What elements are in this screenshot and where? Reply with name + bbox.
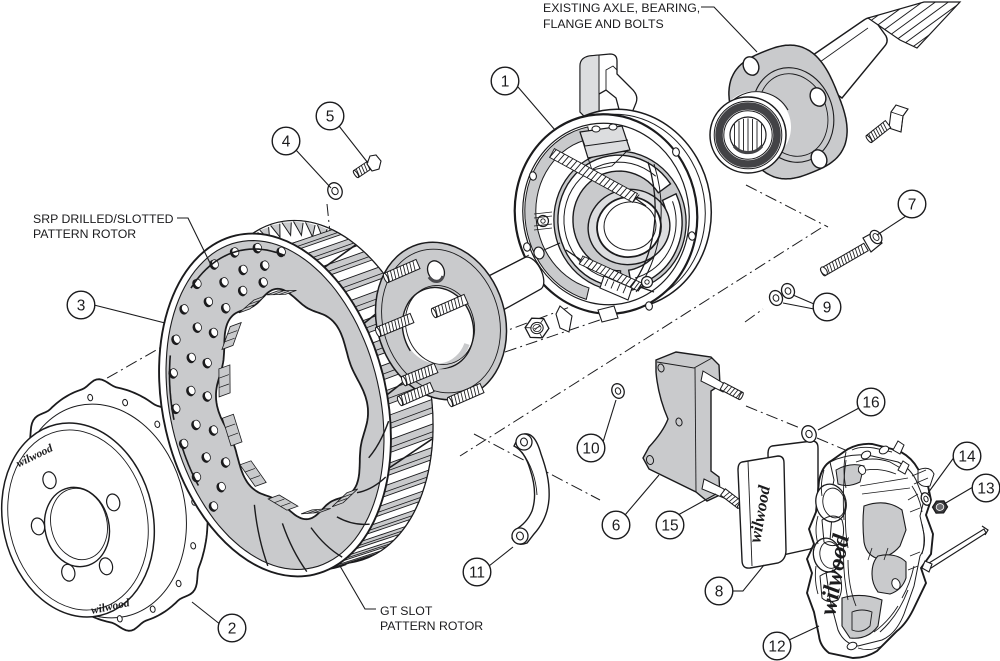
svg-text:16: 16 — [862, 395, 879, 412]
svg-text:15: 15 — [661, 518, 678, 535]
svg-text:FLANGE AND BOLTS: FLANGE AND BOLTS — [543, 17, 664, 31]
svg-text:3: 3 — [77, 298, 86, 315]
svg-text:8: 8 — [715, 584, 724, 601]
svg-text:EXISTING AXLE, BEARING,: EXISTING AXLE, BEARING, — [543, 1, 700, 15]
svg-text:7: 7 — [908, 197, 917, 214]
svg-text:10: 10 — [582, 441, 600, 458]
svg-text:SRP DRILLED/SLOTTED: SRP DRILLED/SLOTTED — [33, 212, 174, 226]
svg-text:12: 12 — [768, 639, 785, 656]
svg-text:2: 2 — [228, 621, 237, 638]
svg-text:PATTERN ROTOR: PATTERN ROTOR — [380, 619, 483, 633]
svg-text:11: 11 — [469, 565, 485, 582]
svg-text:14: 14 — [958, 449, 976, 466]
svg-text:1: 1 — [501, 74, 510, 91]
svg-text:13: 13 — [977, 481, 994, 498]
svg-text:4: 4 — [282, 134, 291, 151]
svg-text:6: 6 — [612, 518, 621, 535]
svg-text:GT SLOT: GT SLOT — [380, 604, 433, 618]
svg-text:5: 5 — [326, 109, 335, 126]
svg-text:9: 9 — [823, 300, 832, 317]
svg-text:PATTERN ROTOR: PATTERN ROTOR — [33, 227, 136, 241]
